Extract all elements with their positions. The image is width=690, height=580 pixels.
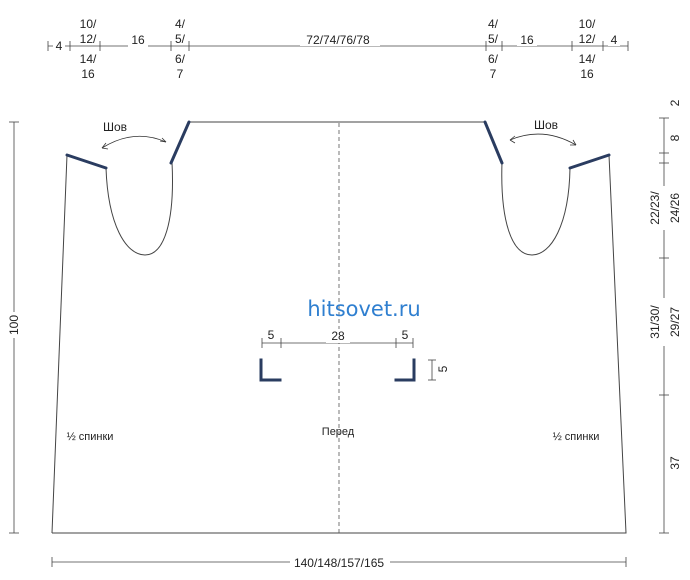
pocket-dim-left: 5 <box>268 328 275 342</box>
dim-label: 5/ <box>175 32 186 46</box>
pocket-corners <box>259 358 416 382</box>
half-back-label-left: ½ спинки <box>67 431 114 443</box>
dim-label: 24/26 <box>668 193 682 223</box>
dim-label: 16 <box>81 67 95 81</box>
front-label: Перед <box>322 426 355 438</box>
dim-label: 16 <box>520 33 534 47</box>
dim-label: 10/ <box>579 17 596 31</box>
half-back-label-right: ½ спинки <box>553 431 600 443</box>
seam-label-left: Шов <box>103 120 127 134</box>
dim-label: 37 <box>668 456 682 470</box>
width-label: 140/148/157/165 <box>294 556 384 570</box>
dim-label: 31/30/ <box>648 305 662 339</box>
watermark: hitsovet.ru <box>307 297 420 321</box>
dim-label: 6/ <box>175 52 186 66</box>
dim-label: 14/ <box>579 52 596 66</box>
dim-label: 6/ <box>488 52 499 66</box>
right-dimension-labels: 2 8 22/23/ 24/26 31/30/ 29/27 37 <box>646 99 686 474</box>
pocket-dim-height: 5 <box>436 365 450 372</box>
dim-label: 4/ <box>175 17 186 31</box>
dim-label: 10/ <box>80 17 97 31</box>
dim-label: 8 <box>668 134 682 141</box>
dim-label: 16 <box>580 67 594 81</box>
right-armhole <box>501 161 571 256</box>
pocket-dim-right: 5 <box>402 328 409 342</box>
dim-label: 29/27 <box>668 307 682 337</box>
dim-label: 12/ <box>80 32 97 46</box>
seam-arrow-left <box>101 135 167 149</box>
seam-lines <box>65 120 611 170</box>
seam-arrow-right <box>509 133 577 146</box>
seam-label-right: Шов <box>534 118 558 132</box>
height-label: 100 <box>7 315 21 335</box>
dim-label: 4/ <box>488 17 499 31</box>
top-dimension-labels: 4 10/ 12/ 14/ 16 16 4/ 5/ 6/ 7 72/74/76/… <box>53 17 620 81</box>
dim-label: 12/ <box>579 32 596 46</box>
dim-label: 7 <box>177 67 184 81</box>
dim-label: 4 <box>611 33 618 47</box>
dim-label: 22/23/ <box>648 191 662 225</box>
dim-label: 4 <box>56 39 63 53</box>
dim-label: 16 <box>131 33 145 47</box>
pocket-dim-center: 28 <box>331 329 345 343</box>
left-armhole <box>105 161 173 256</box>
dim-label: 72/74/76/78 <box>306 33 370 47</box>
dim-label: 14/ <box>80 52 97 66</box>
dim-label: 5/ <box>488 32 499 46</box>
dim-label: 2 <box>668 99 682 106</box>
pocket-dimension-line <box>261 338 436 381</box>
dim-label: 7 <box>490 67 497 81</box>
